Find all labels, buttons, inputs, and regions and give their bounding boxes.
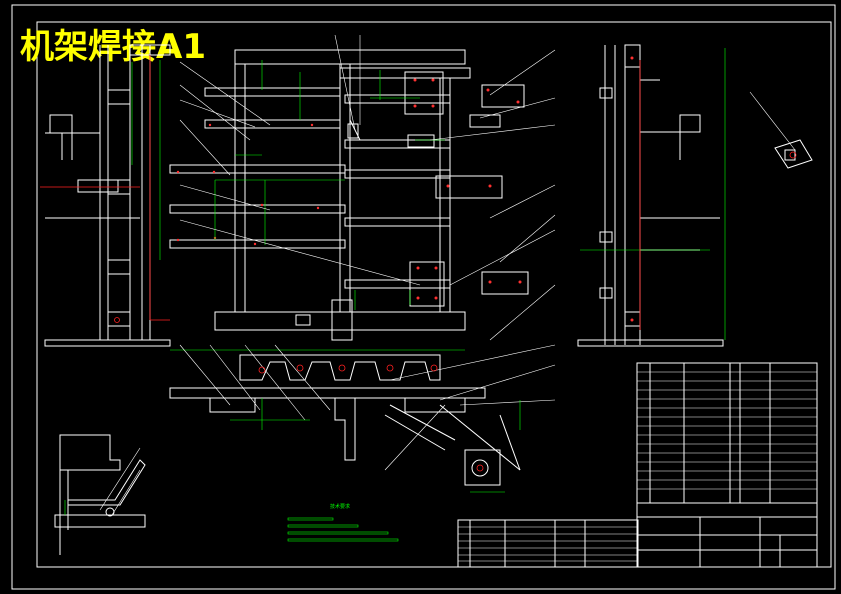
leader-lines [99,34,556,516]
main-front-view [40,34,556,516]
title-block [636,502,818,568]
technical-notes: 技术要求 [287,503,399,542]
drawing-title: 机架焊接A1 [20,27,206,67]
secondary-parts-table [457,519,639,568]
drawing-inner-border [36,21,832,568]
detail-view-bottom-left [54,434,146,555]
left-vertical-assembly [40,44,171,347]
dimension-lines [131,60,465,351]
central-frame [169,49,529,341]
bottom-section-view [169,354,521,493]
right-side-view [577,44,726,347]
drawing-outer-border [11,4,836,590]
parts-list-table [636,362,818,504]
notes-heading: 技术要求 [330,503,350,510]
detail-view-top-right [749,91,813,169]
